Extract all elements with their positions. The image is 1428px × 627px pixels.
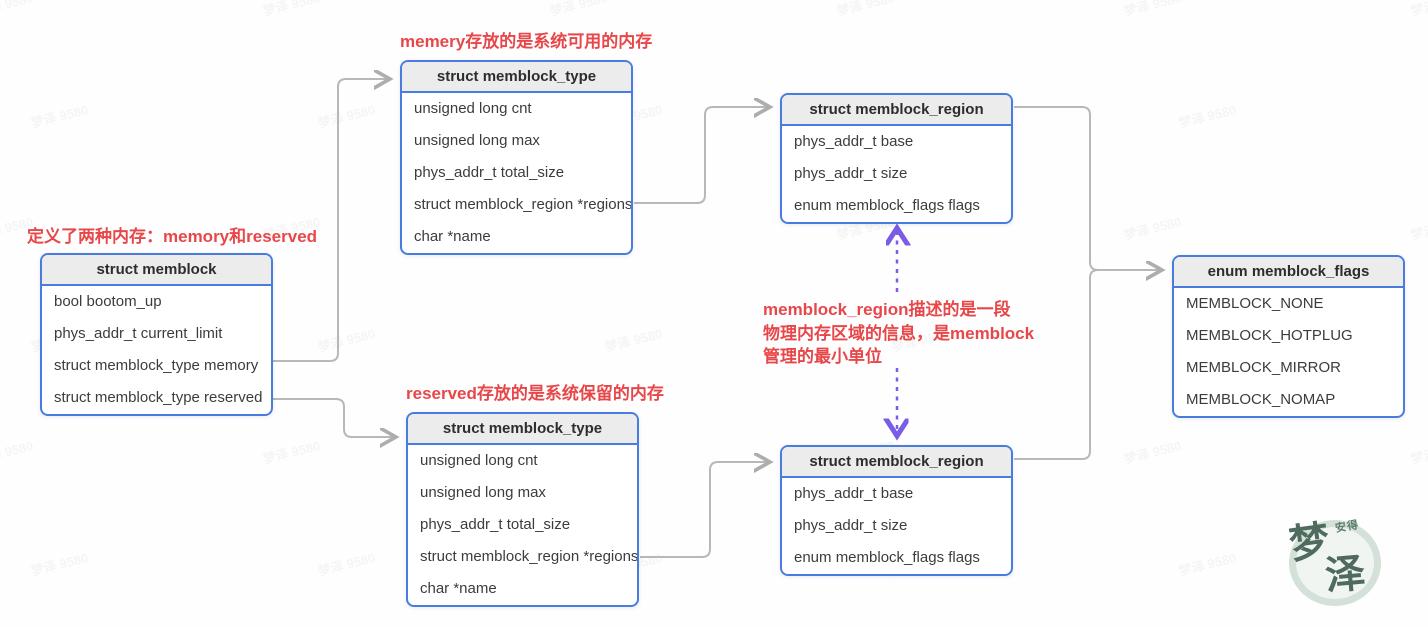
flag-none: MEMBLOCK_NONE xyxy=(1186,295,1324,312)
field-size: phys_addr_t size xyxy=(794,517,908,534)
field-base: phys_addr_t base xyxy=(794,133,914,150)
struct-memblock-region-bottom-box: struct memblock_region phys_addr_t base … xyxy=(780,445,1013,576)
field-regions: struct memblock_region *regions xyxy=(414,196,631,213)
wire-region-bottom-to-flags xyxy=(1014,269,1099,460)
struct-memblock-type-reserved-box: struct memblock_type unsigned long cnt u… xyxy=(406,412,639,607)
field-current-limit: phys_addr_t current_limit xyxy=(54,325,223,342)
memblock-type-memory-title: struct memblock_type xyxy=(402,62,631,93)
struct-memblock-title: struct memblock xyxy=(42,255,271,286)
memblock-flags-title: enum memblock_flags xyxy=(1174,257,1403,288)
wire-regions-bottom xyxy=(640,462,770,558)
field-bootom-up: bool bootom_up xyxy=(54,293,162,310)
wire-region-top-to-flags xyxy=(1014,106,1162,270)
field-flags: enum memblock_flags flags xyxy=(794,197,980,214)
wire-reserved-to-type xyxy=(273,398,396,437)
struct-memblock-box: struct memblock bool bootom_up phys_addr… xyxy=(40,253,273,416)
annotation-reserved: reserved存放的是系统保留的内存 xyxy=(406,384,664,403)
author-stamp: 梦 泽 安得 xyxy=(1283,512,1381,606)
field-cnt: unsigned long cnt xyxy=(414,100,532,117)
annotation-memory: memery存放的是系统可用的内存 xyxy=(400,32,653,51)
memblock-region-bottom-title: struct memblock_region xyxy=(782,447,1011,478)
memblock-type-reserved-title: struct memblock_type xyxy=(408,414,637,445)
flag-mirror: MEMBLOCK_MIRROR xyxy=(1186,359,1342,376)
annotation-region: memblock_region描述的是一段 物理内存区域的信息，是membloc… xyxy=(763,298,1034,369)
stamp-char-2: 泽 xyxy=(1323,551,1368,599)
field-name: char *name xyxy=(414,228,491,245)
field-cnt: unsigned long cnt xyxy=(420,452,538,469)
enum-memblock-flags-box: enum memblock_flags MEMBLOCK_NONE MEMBLO… xyxy=(1172,255,1405,418)
field-total-size: phys_addr_t total_size xyxy=(420,516,571,533)
field-regions: struct memblock_region *regions xyxy=(420,548,637,565)
memblock-region-top-title: struct memblock_region xyxy=(782,95,1011,126)
wire-regions-top xyxy=(634,107,770,204)
struct-memblock-type-memory-box: struct memblock_type unsigned long cnt u… xyxy=(400,60,633,255)
annotation-define: 定义了两种内存：memory和reserved xyxy=(27,227,318,246)
field-name: char *name xyxy=(420,580,497,597)
annotation-region-line2: 物理内存区域的信息，是memblock xyxy=(763,323,1035,343)
field-type-reserved: struct memblock_type reserved xyxy=(54,389,263,406)
annotation-region-line3: 管理的最小单位 xyxy=(763,347,882,366)
field-max: unsigned long max xyxy=(420,484,546,501)
stamp-ring-icon xyxy=(1289,520,1381,606)
annotation-region-line1: memblock_region描述的是一段 xyxy=(763,300,1011,319)
field-flags: enum memblock_flags flags xyxy=(794,549,980,566)
wire-memory-to-type xyxy=(273,79,390,362)
flag-nomap: MEMBLOCK_NOMAP xyxy=(1186,391,1336,408)
field-base: phys_addr_t base xyxy=(794,485,914,502)
struct-memblock-region-top-box: struct memblock_region phys_addr_t base … xyxy=(780,93,1013,224)
field-max: unsigned long max xyxy=(414,132,540,149)
field-total-size: phys_addr_t total_size xyxy=(414,164,565,181)
field-type-memory: struct memblock_type memory xyxy=(54,357,259,374)
flag-hotplug: MEMBLOCK_HOTPLUG xyxy=(1186,327,1353,344)
field-size: phys_addr_t size xyxy=(794,165,908,182)
